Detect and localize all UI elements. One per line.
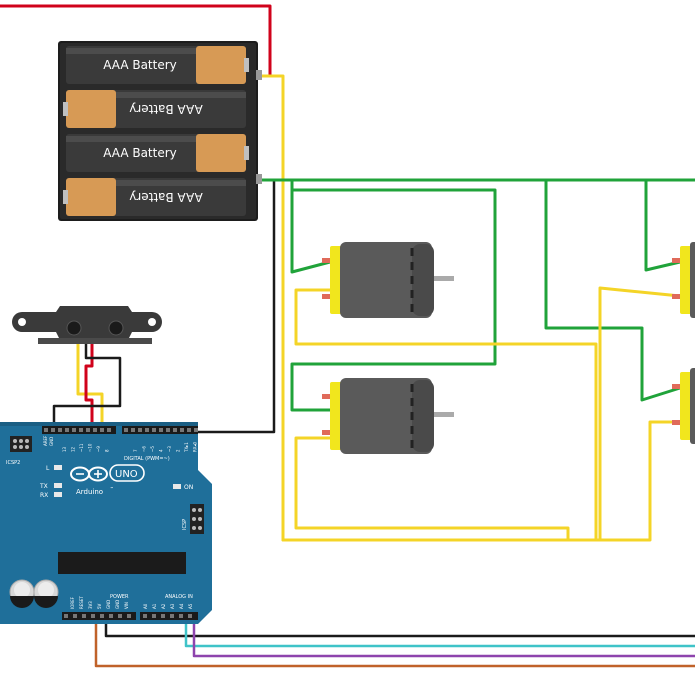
dc-motor bbox=[672, 242, 695, 318]
battery-label: AAA Battery bbox=[129, 190, 203, 204]
icsp2-label: ICSP2 bbox=[6, 460, 20, 466]
analog-pin-label: A2 bbox=[161, 603, 166, 609]
led-tx bbox=[54, 483, 62, 488]
power-pin-labels: IOREF RESET 3V3 5V GND GND VIN bbox=[70, 596, 129, 609]
power-header bbox=[62, 612, 136, 620]
wire-yellow-motor4 bbox=[281, 420, 682, 542]
analog-pin-label: A3 bbox=[170, 603, 175, 609]
board-tm: ™ bbox=[110, 486, 114, 491]
digital-pin-label: 7 bbox=[133, 449, 138, 452]
wire-yellow-motor1 bbox=[294, 288, 598, 542]
digital-pin-label: ~11 bbox=[79, 443, 84, 452]
wire-cyan-a4 bbox=[184, 616, 695, 648]
icsp2-header bbox=[10, 436, 32, 452]
analog-pin-label: A0 bbox=[143, 603, 148, 609]
wire-orange-3v3 bbox=[94, 616, 695, 668]
icsp-label: ICSP bbox=[182, 519, 188, 530]
led-rx-label: RX bbox=[40, 492, 48, 499]
digital-pin-label: 4 bbox=[159, 449, 164, 452]
aref-label: AREF bbox=[43, 435, 48, 446]
digital-pin-label: 12 bbox=[71, 446, 76, 452]
power-pin-label: IOREF bbox=[70, 596, 75, 609]
battery-label: AAA Battery bbox=[103, 146, 177, 160]
battery-cell: AAA Battery bbox=[63, 178, 246, 216]
dc-motor bbox=[322, 378, 454, 454]
wire-purple-a5 bbox=[192, 616, 695, 658]
wire-green-motor3 bbox=[644, 178, 682, 272]
wires bbox=[0, 4, 695, 668]
battery-label: AAA Battery bbox=[103, 58, 177, 72]
digital-pin-label: ~6 bbox=[142, 446, 147, 452]
led-l bbox=[54, 465, 62, 470]
led-tx-label: TX bbox=[39, 483, 48, 490]
wire-green-motor1 bbox=[290, 188, 332, 274]
dc-motors bbox=[322, 242, 695, 454]
battery-cell: AAA Battery bbox=[63, 90, 246, 128]
analog-pin-label: A4 bbox=[179, 603, 184, 609]
analog-pin-label: A1 bbox=[152, 603, 157, 609]
digital-header bbox=[42, 426, 198, 434]
digital-label: DIGITAL (PWM=~) bbox=[124, 456, 170, 462]
digital-pin-label: 8 bbox=[105, 449, 110, 452]
power-pin-label: GND bbox=[115, 600, 120, 609]
digital-pin-label: ~9 bbox=[96, 446, 101, 452]
digital-pin-label: ~5 bbox=[150, 446, 155, 452]
power-pin-label: VIN bbox=[124, 602, 129, 609]
analog-pin-label: A5 bbox=[188, 603, 193, 609]
dc-motor bbox=[672, 368, 695, 444]
battery-cell: AAA Battery bbox=[66, 46, 249, 84]
dc-motor bbox=[322, 242, 454, 318]
wire-yellow-motor2 bbox=[294, 436, 570, 542]
digital-pin-label: 13 bbox=[62, 446, 67, 452]
power-pin-label: 3V3 bbox=[88, 601, 93, 609]
power-label: POWER bbox=[110, 594, 129, 600]
wire-black-sensor bbox=[52, 342, 122, 434]
board-brand: Arduino bbox=[76, 488, 103, 496]
power-pin-label: 5V bbox=[97, 603, 102, 609]
battery-label: AAA Battery bbox=[129, 102, 203, 116]
ir-distance-sensor bbox=[12, 306, 162, 344]
capacitors bbox=[9, 579, 59, 608]
battery-cell: AAA Battery bbox=[66, 134, 249, 172]
wire-green-right-loop bbox=[544, 178, 682, 402]
power-pin-label: RESET bbox=[79, 596, 84, 609]
arduino-logo-icon bbox=[70, 466, 108, 482]
led-rx bbox=[54, 492, 62, 497]
led-l-label: L bbox=[46, 465, 50, 472]
led-on bbox=[173, 484, 181, 489]
sensor-receiver bbox=[108, 320, 124, 336]
sensor-emitter bbox=[66, 320, 82, 336]
atmega-chip bbox=[58, 552, 186, 574]
icsp-header bbox=[190, 504, 204, 534]
led-on-label: ON bbox=[184, 484, 193, 491]
power-pin-label: GND bbox=[106, 600, 111, 609]
digital-pin-label: TX▸1 bbox=[184, 442, 189, 453]
board-model: UNO bbox=[115, 469, 138, 480]
wire-yellow-sensor bbox=[76, 342, 104, 434]
wire-yellow-motor3 bbox=[598, 286, 682, 542]
analog-pin-labels: A0 A1 A2 A3 A4 A5 bbox=[143, 603, 193, 609]
digital-pin-label: RX◂0 bbox=[193, 441, 198, 452]
digital-pin-label: 2 bbox=[176, 449, 181, 452]
digital-pin-label: ~3 bbox=[167, 446, 172, 452]
digital-pin-label: ~10 bbox=[88, 443, 93, 452]
gnd-label: GND bbox=[49, 437, 54, 446]
analog-label: ANALOG IN bbox=[165, 594, 193, 600]
analog-header bbox=[140, 612, 198, 620]
